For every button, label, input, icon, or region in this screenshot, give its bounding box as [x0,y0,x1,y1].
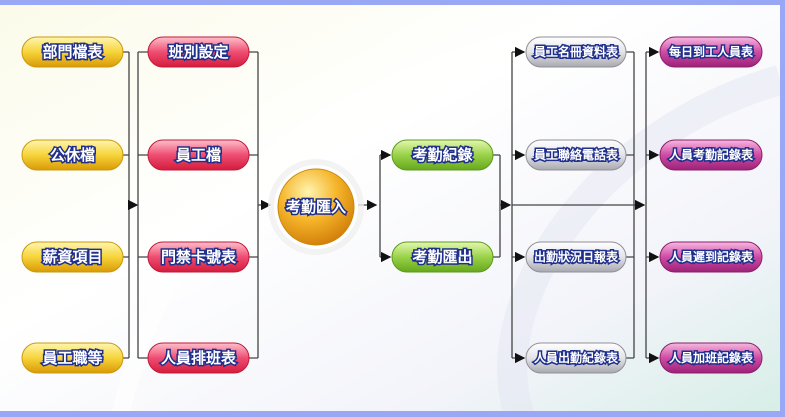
node-label: 人員出勤紀錄表 [534,350,619,365]
node-label: 公休檔 [50,146,95,164]
node-basic-0[interactable]: 部門檔表 [21,36,124,68]
node-process-1[interactable]: 考勤匯出 [391,241,494,273]
node-setup-3[interactable]: 人員排班表 [147,342,250,374]
node-setup-2[interactable]: 門禁卡號表 [147,241,250,273]
node-setup-0[interactable]: 班別設定 [147,36,250,68]
node-basic-3[interactable]: 員工職等 [21,342,124,374]
node-reports_b-1[interactable]: 人員考勤記錄表 [659,139,763,171]
node-reports_b-2[interactable]: 人員遲到記錄表 [659,241,763,273]
node-label: 人員加班記錄表 [669,350,754,365]
node-pill [147,241,250,273]
node-pill [659,241,763,273]
node-pill [147,139,250,171]
node-label: 每日到工人員表 [669,44,754,59]
node-pill [21,139,124,171]
center-node[interactable]: 考勤匯入 [268,159,364,255]
node-label: 員工檔 [175,146,221,164]
node-label: 人員遲到記錄表 [669,249,754,264]
node-label: 薪資項目 [42,248,102,266]
node-reports_b-0[interactable]: 每日到工人員表 [659,36,763,68]
node-process-0[interactable]: 考勤紀錄 [391,139,494,171]
node-label: 員工名冊資料表 [533,44,619,59]
node-reports_b-3[interactable]: 人員加班記錄表 [659,342,763,374]
connectors [123,46,660,364]
node-pill [525,241,627,273]
right-border [780,0,785,417]
node-pill [21,36,124,68]
node-pill [525,139,627,171]
node-reports_a-3[interactable]: 人員出勤紀錄表 [525,342,627,374]
node-label: 人員排班表 [161,349,237,367]
node-label: 員工職等 [41,349,102,367]
node-reports_a-0[interactable]: 員工名冊資料表 [525,36,627,68]
node-pill [147,342,250,374]
node-basic-1[interactable]: 公休檔 [21,139,124,171]
node-reports_a-2[interactable]: 出勤狀況日報表 [525,241,627,273]
node-pill [659,139,763,171]
node-pill [21,241,124,273]
node-label: 考勤紀錄 [412,146,472,164]
node-pill [21,342,124,374]
top-border [0,0,785,5]
node-setup-1[interactable]: 員工檔 [147,139,250,171]
node-pill [147,36,250,68]
node-label: 考勤匯出 [412,248,472,266]
node-label: 人員考勤記錄表 [669,147,754,162]
node-reports_a-1[interactable]: 員工聯絡電話表 [525,139,627,171]
node-label: 員工聯絡電話表 [533,147,619,162]
node-pill [391,241,494,273]
center-node-label: 考勤匯入 [286,198,346,216]
node-pill [525,342,627,374]
node-label: 班別設定 [168,43,228,61]
node-pill [525,36,627,68]
node-pill [659,36,763,68]
node-basic-2[interactable]: 薪資項目 [21,241,124,273]
node-pill [659,342,763,374]
node-label: 部門檔表 [42,43,103,61]
bottom-border [0,411,785,417]
node-label: 門禁卡號表 [161,248,237,266]
node-label: 出勤狀況日報表 [534,249,619,264]
node-pill [391,139,494,171]
